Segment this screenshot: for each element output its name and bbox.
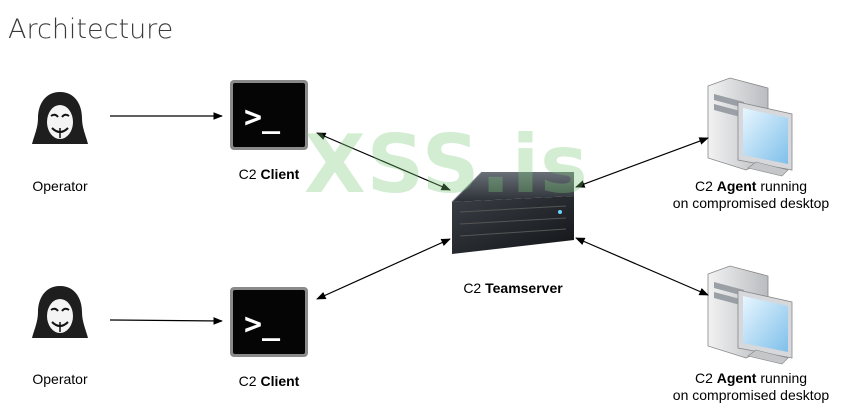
svg-text:>_: >_ [244,307,281,342]
desktop-computer-icon [707,265,793,365]
agent-label: C2 Agent running on compromised desktop [672,178,830,211]
terminal-icon: >_ [230,287,308,357]
client-label: C2 Client [238,373,300,389]
server-icon [451,171,574,254]
desktop-computer-icon [707,77,793,177]
arrow-teamserver-agent [575,237,709,296]
arrow-client-teamserver [316,132,451,191]
arrow-operator-to-client [109,317,223,325]
svg-text:>_: >_ [244,100,281,135]
operator-icon [32,286,88,338]
arrow-client-teamserver [316,238,451,300]
operator-icon [32,92,88,144]
teamserver-label: C2 Teamserver [463,280,563,296]
operator-label: Operator [32,371,88,387]
operator-label: Operator [32,178,88,194]
client-label: C2 Client [238,166,300,182]
agent-label: C2 Agent running on compromised desktop [672,370,830,403]
terminal-icon: >_ [230,80,308,150]
arrow-teamserver-agent [575,137,709,188]
page-title: Architecture [8,14,174,45]
